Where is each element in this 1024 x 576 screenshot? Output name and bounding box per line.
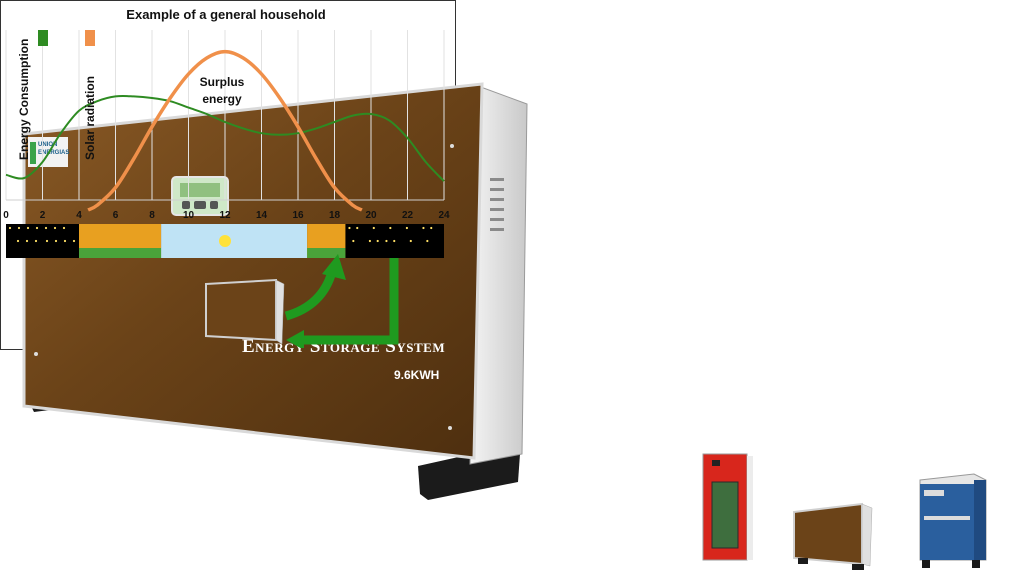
sun: [219, 235, 231, 247]
series-line-solar: [87, 49, 363, 212]
band-segment-day: [161, 224, 308, 258]
household-energy-chart: Example of a general household Energy Co…: [0, 0, 456, 350]
legend-swatch-consumption: [38, 30, 48, 46]
x-tick-label: 4: [76, 210, 82, 221]
time-of-day-band: [6, 224, 444, 258]
star: [422, 226, 425, 230]
legend-label-consumption: Energy Consumption: [17, 39, 31, 160]
star: [389, 226, 392, 230]
series-line-consumption: [5, 94, 445, 182]
brand-logo: UNION ENERGIAS: [28, 137, 69, 167]
band-ground: [307, 248, 346, 258]
star: [393, 239, 396, 243]
star: [372, 226, 375, 230]
x-tick-label: 2: [40, 210, 46, 221]
star: [356, 226, 359, 230]
x-tick-label: 18: [329, 210, 341, 221]
discharge-arrow: [300, 258, 399, 345]
star: [426, 239, 429, 243]
energy-storage-unit-image: UNION ENERGIAS Energy Storage System 9.6…: [22, 82, 532, 502]
star: [8, 226, 12, 230]
star: [348, 226, 351, 230]
star: [430, 226, 433, 230]
x-tick-label: 16: [292, 210, 304, 221]
star: [17, 226, 21, 230]
star: [34, 239, 38, 243]
x-tick-label: 20: [365, 210, 377, 221]
star: [376, 239, 379, 243]
chart-svg: Example of a general household Energy Co…: [3, 7, 450, 348]
star: [62, 226, 66, 230]
star: [368, 239, 371, 243]
x-tick-label: 10: [183, 210, 195, 221]
charge-arrow-head: [322, 254, 346, 280]
x-tick-label: 14: [256, 210, 268, 221]
storage-unit-thumbnail: [205, 278, 285, 345]
star: [72, 239, 76, 243]
legend-label-solar: Solar radiation: [83, 76, 97, 160]
star: [25, 239, 29, 243]
x-tick-label: 8: [149, 210, 155, 221]
star: [352, 239, 355, 243]
legend-swatch-solar: [85, 30, 95, 46]
band-ground: [79, 248, 162, 258]
logo-line1: UNION: [38, 142, 57, 148]
star: [35, 226, 39, 230]
series-layer: [5, 49, 445, 212]
annotation-line2: energy: [202, 92, 242, 106]
x-tick-label: 6: [113, 210, 119, 221]
star: [26, 226, 30, 230]
control-display: [171, 176, 229, 216]
red-cabinet-image: [700, 452, 754, 564]
x-tick-label: 22: [402, 210, 414, 221]
star: [45, 239, 49, 243]
energy-storage-unit-drawing: UNION ENERGIAS Energy Storage System 9.6…: [22, 82, 528, 500]
product-capacity: 9.6KWH: [394, 368, 439, 382]
star: [405, 226, 408, 230]
star: [54, 239, 58, 243]
front-panel: [22, 82, 484, 460]
star: [409, 239, 412, 243]
x-tick-label: 24: [438, 210, 450, 221]
x-tick-label: 12: [219, 210, 231, 221]
logo-line2: ENERGIAS: [38, 150, 69, 156]
brown-unit-image: [790, 500, 876, 572]
star: [385, 239, 388, 243]
charge-arrow: [284, 270, 337, 321]
grid-layer: [5, 30, 445, 201]
star: [53, 226, 57, 230]
annotation-line1: Surplus: [200, 75, 245, 89]
star: [16, 239, 20, 243]
star: [63, 239, 67, 243]
discharge-arrow-head: [286, 330, 304, 348]
chart-title: Example of a general household: [126, 7, 325, 22]
blue-cabinet-image: [912, 470, 990, 570]
star: [44, 226, 48, 230]
x-tick-label: 0: [3, 210, 9, 221]
